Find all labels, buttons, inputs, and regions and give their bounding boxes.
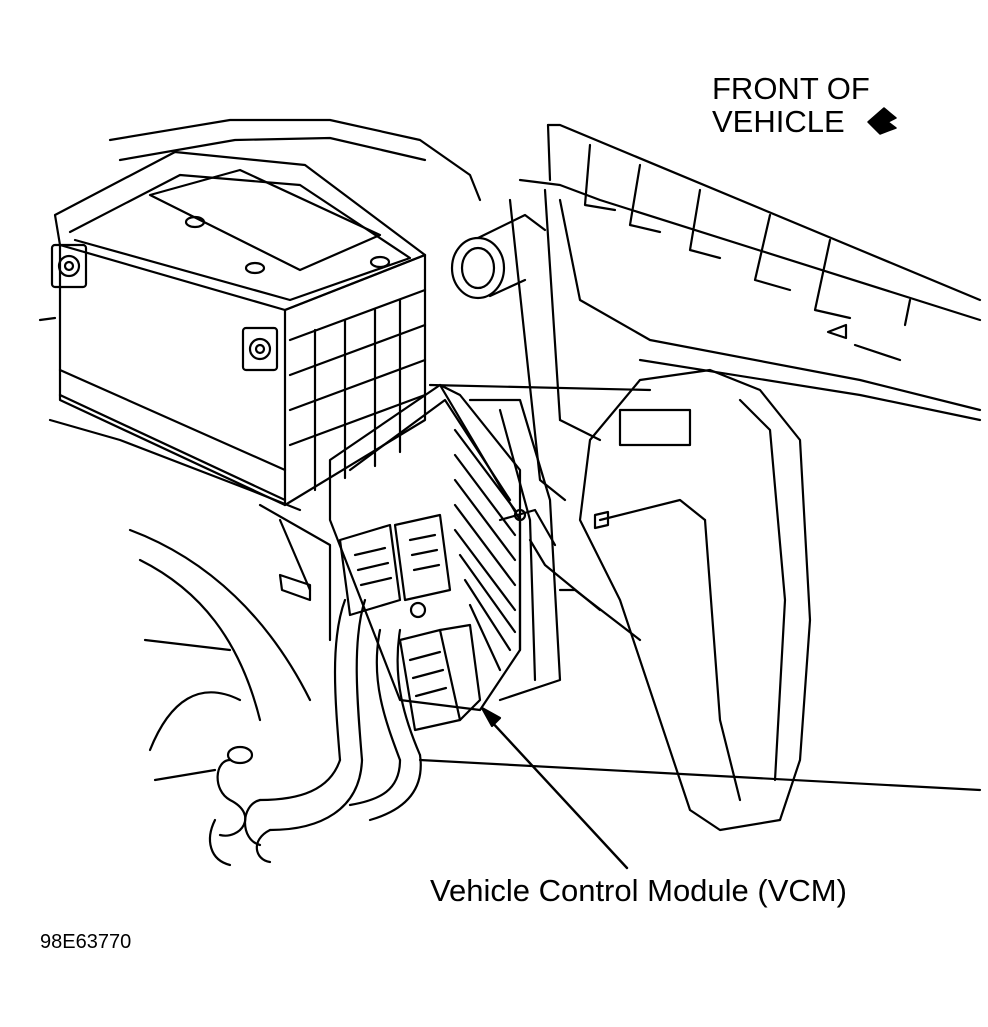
front-of-vehicle-label: FRONT OF VEHICLE (712, 72, 870, 138)
front-label-line2: VEHICLE (712, 104, 845, 139)
figure-id: 98E63770 (40, 931, 132, 953)
vehicle-control-module (328, 383, 522, 732)
wiring-harness (208, 598, 422, 867)
vehicle-body-lines (38, 118, 982, 792)
vcm-callout-label: Vehicle Control Module (VCM) (430, 873, 847, 908)
battery (50, 150, 427, 507)
front-label-line1: FRONT OF (712, 71, 870, 106)
coolant-reservoir (578, 368, 812, 832)
air-filter-housing (450, 123, 982, 502)
front-direction-arrow-icon (867, 107, 897, 135)
vcm-bracket (428, 383, 652, 702)
vcm-leader-line (480, 706, 629, 870)
